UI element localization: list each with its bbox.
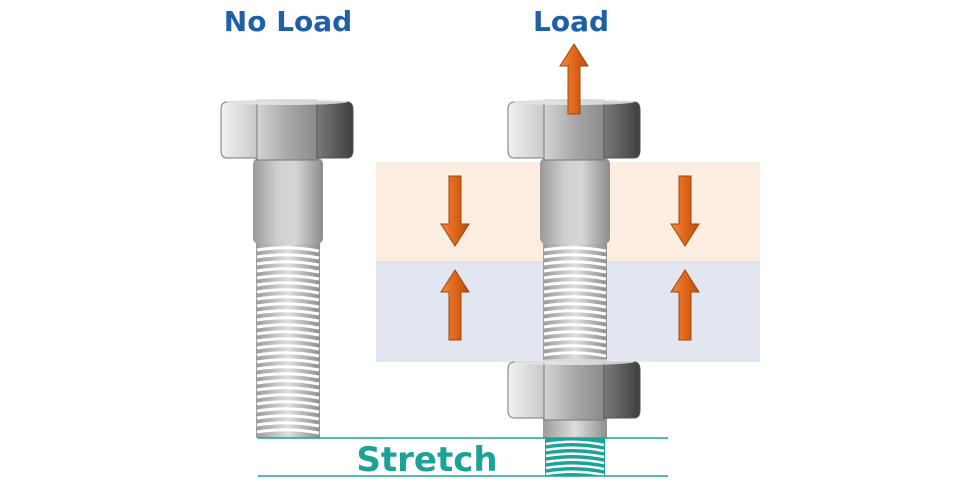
unloaded-bolt-head — [220, 98, 354, 161]
thread-line — [256, 400, 320, 407]
thread-line — [256, 365, 320, 372]
thread-line — [543, 288, 607, 295]
thread-line — [545, 452, 605, 459]
loaded-bolt — [507, 98, 641, 477]
thread-line — [256, 323, 320, 330]
thread-line — [543, 316, 607, 323]
thread-line — [543, 330, 607, 337]
thread-line — [256, 309, 320, 316]
thread-line — [256, 428, 320, 435]
thread-line — [256, 372, 320, 379]
thread-line — [256, 302, 320, 309]
loaded-bolt-shank — [540, 158, 610, 244]
thread-line — [256, 379, 320, 386]
thread-line — [256, 246, 320, 253]
thread-line — [545, 458, 605, 465]
thread-line — [543, 246, 607, 253]
thread-line — [543, 281, 607, 288]
thread-line — [543, 274, 607, 281]
thread-line — [256, 414, 320, 421]
thread-line — [545, 440, 605, 447]
thread-line — [256, 288, 320, 295]
thread-line — [256, 260, 320, 267]
thread-line — [256, 274, 320, 281]
thread-line — [543, 302, 607, 309]
unloaded-bolt-threads — [256, 242, 320, 438]
load-title: Load — [532, 5, 610, 38]
thread-line — [543, 267, 607, 274]
thread-line — [545, 470, 605, 477]
thread-line — [256, 407, 320, 414]
thread-line — [256, 295, 320, 302]
unloaded-bolt-shank — [253, 158, 323, 244]
unloaded-bolt — [220, 98, 354, 438]
thread-line — [256, 344, 320, 351]
thread-line — [256, 386, 320, 393]
thread-line — [256, 330, 320, 337]
thread-line — [543, 309, 607, 316]
no-load-title: No Load — [223, 5, 353, 38]
thread-line — [256, 393, 320, 400]
thread-line — [256, 337, 320, 344]
thread-line — [543, 295, 607, 302]
nut — [507, 358, 641, 421]
thread-line — [543, 260, 607, 267]
thread-line — [543, 253, 607, 260]
thread-line — [256, 421, 320, 428]
thread-line — [256, 316, 320, 323]
stretch-threads — [545, 438, 605, 477]
thread-line — [256, 281, 320, 288]
thread-line — [256, 351, 320, 358]
stretch-label: Stretch — [356, 440, 498, 480]
thread-line — [543, 323, 607, 330]
thread-line — [545, 446, 605, 453]
thread-line — [543, 344, 607, 351]
thread-line — [545, 464, 605, 471]
thread-line — [256, 267, 320, 274]
thread-line — [256, 358, 320, 365]
thread-line — [256, 253, 320, 260]
thread-line — [543, 337, 607, 344]
thread-line — [543, 351, 607, 358]
